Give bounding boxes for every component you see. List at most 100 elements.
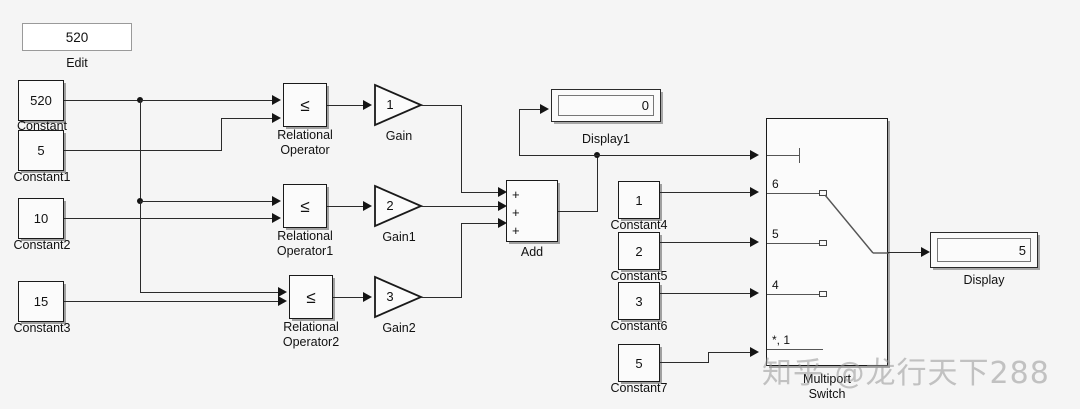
display-value: 5 (1018, 242, 1026, 258)
relational-operator2-label: Relational Operator2 (282, 320, 340, 349)
wire-bus-vertical-1 (140, 100, 141, 204)
gain1-value: 2 (386, 198, 394, 213)
constant6-label: Constant6 (610, 319, 668, 333)
arrow-relop1-in2 (272, 213, 281, 223)
display1-value: 0 (641, 98, 649, 113)
edit-box-label: Edit (66, 56, 88, 70)
display-block[interactable]: 5 (930, 232, 1038, 268)
arrow-relop2-in2 (278, 296, 287, 306)
switch-arm-line-4 (767, 294, 823, 295)
arrow-gain2-in (363, 292, 372, 302)
wire-to-relop0-in1 (140, 100, 272, 101)
wire-gain-drop (461, 105, 462, 192)
arrow-switch-in-6 (750, 187, 759, 197)
constant2-block[interactable]: 10 (18, 198, 64, 239)
switch-arm-line-6 (767, 193, 823, 194)
switch-control-stub (767, 155, 799, 156)
switch-node-5 (819, 240, 827, 246)
arrow-relop0-in1 (272, 95, 281, 105)
arrow-switch-in-star (750, 347, 759, 357)
arrow-add-in3 (498, 218, 507, 228)
relational-operator1-block[interactable]: ≤ (283, 184, 327, 228)
arrow-relop2-in1 (278, 287, 287, 297)
relational-operator1-label: Relational Operator1 (276, 229, 334, 258)
switch-node-4 (819, 291, 827, 297)
switch-node-6 (819, 190, 827, 196)
wire-branch-to-display1 (519, 155, 597, 156)
wire-bus-vertical-2 (140, 201, 141, 292)
add-port-1: + (512, 187, 520, 202)
switch-arm (824, 194, 889, 254)
constant5-block[interactable]: 2 (618, 232, 660, 270)
wire-relop1-to-gain1 (327, 206, 365, 207)
wire-relop0-to-gain (327, 105, 365, 106)
display1-block[interactable]: 0 (551, 89, 661, 122)
wire-display1-in (519, 109, 542, 110)
multiport-switch-block[interactable]: 6 5 4 *, 1 (766, 118, 889, 366)
add-port-3: + (512, 223, 520, 238)
relational-operator-block[interactable]: ≤ (283, 83, 327, 127)
arrow-relop0-in2 (272, 113, 281, 123)
constant6-block[interactable]: 3 (618, 282, 660, 320)
constant7-block[interactable]: 5 (618, 344, 660, 382)
arrow-switch-control-in (750, 150, 759, 160)
relational-operator1-symbol: ≤ (300, 196, 310, 216)
edit-box[interactable]: 520 (22, 23, 132, 51)
constant4-block[interactable]: 1 (618, 181, 660, 219)
constant3-value: 15 (33, 294, 49, 309)
constant5-value: 2 (635, 243, 643, 259)
wire-to-switch-control (597, 155, 752, 156)
arrow-relop1-in1 (272, 196, 281, 206)
constant-block[interactable]: 520 (18, 80, 64, 121)
wire-add-riser (597, 155, 598, 212)
constant7-label: Constant7 (610, 381, 668, 395)
constant3-block[interactable]: 15 (18, 281, 64, 322)
display-readout: 5 (937, 238, 1031, 262)
switch-arm-line-star (767, 349, 823, 350)
arrow-switch-in-4 (750, 288, 759, 298)
relational-operator2-symbol: ≤ (306, 287, 316, 307)
switch-port-label-5: 5 (772, 227, 779, 241)
constant7-value: 5 (635, 355, 643, 371)
switch-control-tick (799, 148, 800, 163)
arrow-add-in2 (498, 201, 507, 211)
switch-port-label-4: 4 (772, 278, 779, 292)
arrow-display-in (921, 247, 930, 257)
wire-to-relop2-in1 (140, 292, 278, 293)
constant6-value: 3 (635, 293, 643, 309)
gain-label: Gain (385, 129, 413, 143)
relational-operator2-block[interactable]: ≤ (289, 275, 333, 319)
gain-value: 1 (386, 97, 394, 112)
wire-switch-to-display (888, 252, 924, 253)
constant-value: 520 (30, 93, 52, 108)
gain1-label: Gain1 (382, 230, 416, 244)
gain2-block[interactable]: 3 (374, 275, 424, 319)
wire-constant4-to-switch (660, 192, 752, 193)
display-label: Display (963, 273, 1005, 287)
add-label: Add (520, 245, 544, 259)
arrow-gain-in (363, 100, 372, 110)
wire-constant1-out (64, 150, 221, 151)
constant2-value: 10 (33, 211, 49, 226)
gain2-label: Gain2 (382, 321, 416, 335)
multiport-switch-label: Multiport Switch (803, 372, 851, 401)
add-block[interactable]: + + + (506, 180, 558, 242)
wire-gain1-to-add (421, 206, 500, 207)
arrow-add-in1 (498, 187, 507, 197)
constant1-value: 5 (37, 143, 45, 158)
wire-constant7-out (660, 362, 708, 363)
arrow-switch-in-5 (750, 237, 759, 247)
constant3-label: Constant3 (13, 321, 71, 335)
display1-label: Display1 (582, 132, 630, 146)
constant1-block[interactable]: 5 (18, 130, 64, 171)
relational-operator-symbol: ≤ (300, 95, 310, 115)
wire-constant1-to-relop0 (221, 118, 272, 119)
gain1-block[interactable]: 2 (374, 184, 424, 228)
wire-gain-out (421, 105, 461, 106)
add-port-2: + (512, 205, 520, 220)
wire-add-out (558, 211, 597, 212)
wire-gain-to-add (461, 192, 500, 193)
display1-readout: 0 (558, 95, 654, 116)
gain-block[interactable]: 1 (374, 83, 424, 127)
